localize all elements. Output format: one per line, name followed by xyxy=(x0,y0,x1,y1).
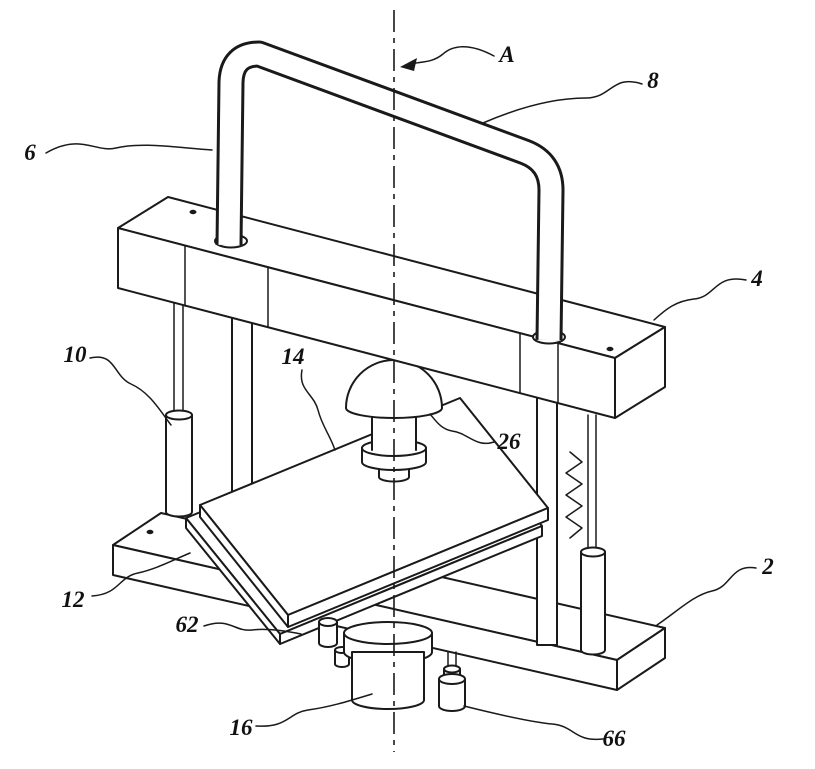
upper-beam xyxy=(117,196,666,419)
label-6-handle-left: 6 xyxy=(24,140,36,165)
label-16-cylinder: 16 xyxy=(230,715,254,740)
label-4-upper-beam: 4 xyxy=(750,266,763,291)
leader-62 xyxy=(203,622,302,635)
leader-lines xyxy=(45,46,757,741)
leader-66 xyxy=(463,705,604,741)
label-26-dome: 26 xyxy=(497,429,522,454)
base-hole xyxy=(146,529,154,535)
actuator-assembly xyxy=(318,617,466,712)
guide-sleeve-right xyxy=(580,551,606,656)
leader-2 xyxy=(656,566,757,626)
leader-10 xyxy=(89,356,172,426)
guide-sleeve-left xyxy=(165,414,193,518)
leader-a-arrowhead xyxy=(400,58,417,71)
leader-6 xyxy=(45,143,213,154)
label-axis-a: A xyxy=(497,42,514,67)
label-62-fitting: 62 xyxy=(176,612,199,637)
label-14-upper-platen: 14 xyxy=(282,344,305,369)
guide-pin-right xyxy=(580,414,606,656)
leader-a xyxy=(406,46,495,66)
guide-pin-left xyxy=(165,299,193,518)
handle xyxy=(214,40,566,345)
label-10-guide-pin: 10 xyxy=(64,342,88,367)
label-66-stop: 66 xyxy=(603,726,627,751)
beam-hole-left xyxy=(189,209,197,215)
leader-14 xyxy=(300,369,336,451)
leader-26 xyxy=(429,413,495,445)
spring xyxy=(565,451,583,539)
leader-4 xyxy=(653,278,747,321)
beam-hole-right xyxy=(606,346,614,352)
leader-8 xyxy=(482,80,643,124)
label-12-lower-platen: 12 xyxy=(62,587,85,612)
reference-numerals: A 8 6 4 10 14 26 12 2 62 16 66 xyxy=(24,42,774,751)
leader-12 xyxy=(91,552,191,597)
leader-16 xyxy=(255,693,373,727)
label-2-base-plate: 2 xyxy=(761,554,774,579)
fitting-62 xyxy=(318,621,338,648)
platen-upper xyxy=(199,397,549,628)
label-8-handle-top: 8 xyxy=(647,68,659,93)
cylinder-16 xyxy=(351,651,425,710)
